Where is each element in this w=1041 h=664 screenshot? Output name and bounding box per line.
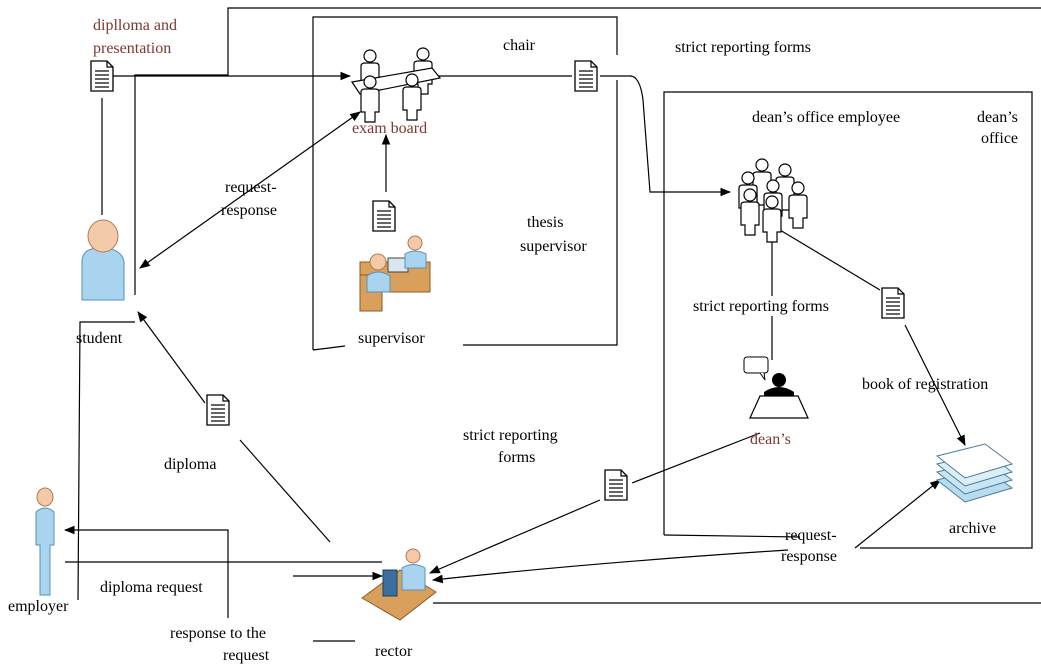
deans-label: dean’s [750, 431, 791, 448]
forms-to-archive-arrow [904, 324, 966, 446]
deans-to-forms-line [631, 432, 761, 484]
request-response-student-exam-board [139, 111, 361, 269]
deans-icon [743, 356, 809, 419]
diploma-label: diploma [164, 456, 216, 473]
deans-office-frame [663, 91, 1033, 549]
rector-label: rector [375, 643, 413, 660]
student-to-employer-line [77, 321, 135, 601]
thesis-supervisor-label-2: supervisor [520, 238, 587, 255]
chair-frame-right [463, 80, 618, 346]
forms-to-rector-arrow [429, 499, 601, 574]
document-icon-strict-forms-lower [604, 469, 628, 501]
request-response-rector-archive-left [431, 549, 789, 584]
strict-reporting-forms-mid-label: strict reporting forms [693, 298, 829, 315]
request-response-rector-archive-right [854, 479, 941, 549]
document-icon-diploma-presentation [90, 60, 114, 92]
student-icon [81, 219, 125, 301]
forms-to-deans-employee-arrow [600, 75, 732, 197]
thesis-supervisor-label-1: thesis [527, 214, 563, 231]
document-icon-diploma [206, 394, 230, 426]
chair-frame-bottom-left [312, 345, 346, 351]
deans-office-employee-label: dean’s office employee [752, 109, 900, 126]
deans-office-frame-bottom [663, 534, 801, 538]
diploma-request-label: diploma request [100, 579, 203, 596]
strict-reporting-forms-lower-label-1: strict reporting [463, 427, 558, 444]
exam-board-icon [350, 47, 442, 123]
strict-reporting-forms-top-label: strict reporting forms [675, 39, 811, 56]
response-to-request-label-2: request [223, 647, 270, 664]
supervisor-label: supervisor [358, 330, 425, 347]
exam-board-label: exam board [352, 120, 427, 137]
deans-office-label-2: office [981, 130, 1018, 147]
strict-reporting-forms-lower-label-2: forms [498, 449, 535, 466]
request-response-left-label-2: response [221, 202, 277, 219]
employer-label: employer [8, 598, 69, 615]
outer-connector-top [134, 7, 1041, 295]
book-of-registration-label: book of registration [862, 376, 988, 393]
employee-to-forms-line [779, 229, 881, 291]
deans-office-label-1: dean’s [977, 109, 1018, 126]
archive-label: archive [949, 520, 996, 537]
chair-frame-top [312, 16, 618, 350]
document-icon-book-of-registration [881, 287, 905, 319]
request-response-bottom-label-2: response [781, 548, 837, 565]
document-icon-strict-forms-top [574, 60, 598, 92]
diploma-and-presentation-label-2: presentation [93, 40, 171, 57]
chair-label: chair [503, 37, 536, 54]
employer-icon [35, 487, 55, 596]
diploma-and-presentation-label-1: diplloma and [93, 17, 177, 34]
response-to-request-label-1: response to the [170, 625, 266, 642]
document-icon-thesis [372, 200, 396, 232]
rector-to-diploma-doc-line [239, 439, 331, 543]
deans-office-employee-icon [738, 158, 808, 243]
supervisor-icon [359, 235, 431, 312]
archive-icon [935, 443, 1014, 503]
student-label: student [76, 330, 123, 347]
diploma-doc-to-student-arrow [137, 311, 206, 404]
rector-icon [361, 548, 437, 621]
request-response-bottom-label-1: request- [785, 527, 837, 544]
request-response-left-label-1: request- [225, 179, 277, 196]
response-to-request-arrow [63, 525, 229, 618]
